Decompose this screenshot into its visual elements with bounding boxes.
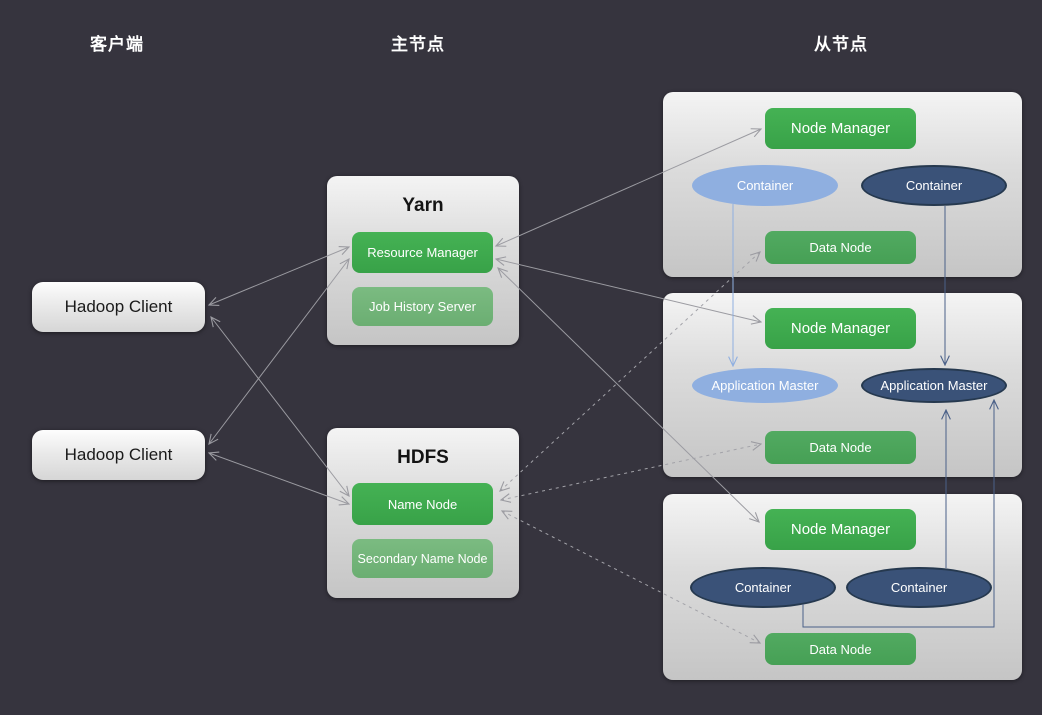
node-manager-2-node: Node Manager — [765, 308, 916, 349]
yarn-panel-title: Yarn — [402, 195, 444, 216]
name-node: Name Node — [352, 483, 493, 525]
hadoop-client-1-node: Hadoop Client — [32, 282, 205, 332]
container-1-dark-node: Container — [861, 165, 1007, 206]
hdfs-panel: HDFS Name Node Secondary Name Node — [327, 428, 519, 598]
column-header-clients: 客户端 — [90, 35, 144, 54]
resource-manager-node: Resource Manager — [352, 232, 493, 273]
container-3-right-node: Container — [846, 567, 992, 608]
secondary-name-node: Secondary Name Node — [352, 539, 493, 578]
hdfs-panel-title: HDFS — [397, 447, 449, 468]
application-master-dark-node: Application Master — [861, 368, 1007, 403]
column-header-slaves: 从节点 — [814, 35, 868, 54]
slave-group-1: Node Manager Container Container Data No… — [663, 92, 1022, 277]
slave-group-2: Node Manager Application Master Applicat… — [663, 293, 1022, 477]
column-header-master: 主节点 — [391, 35, 445, 54]
data-node-3-node: Data Node — [765, 633, 916, 665]
data-node-1-node: Data Node — [765, 231, 916, 264]
yarn-panel: Yarn Resource Manager Job History Server — [327, 176, 519, 345]
container-1-light-node: Container — [692, 165, 838, 206]
data-node-2-node: Data Node — [765, 431, 916, 464]
application-master-light-node: Application Master — [692, 368, 838, 403]
job-history-server-node: Job History Server — [352, 287, 493, 326]
hadoop-client-2-node: Hadoop Client — [32, 430, 205, 480]
node-manager-1-node: Node Manager — [765, 108, 916, 149]
container-3-left-node: Container — [690, 567, 836, 608]
node-manager-3-node: Node Manager — [765, 509, 916, 550]
slave-group-3: Node Manager Container Container Data No… — [663, 494, 1022, 680]
